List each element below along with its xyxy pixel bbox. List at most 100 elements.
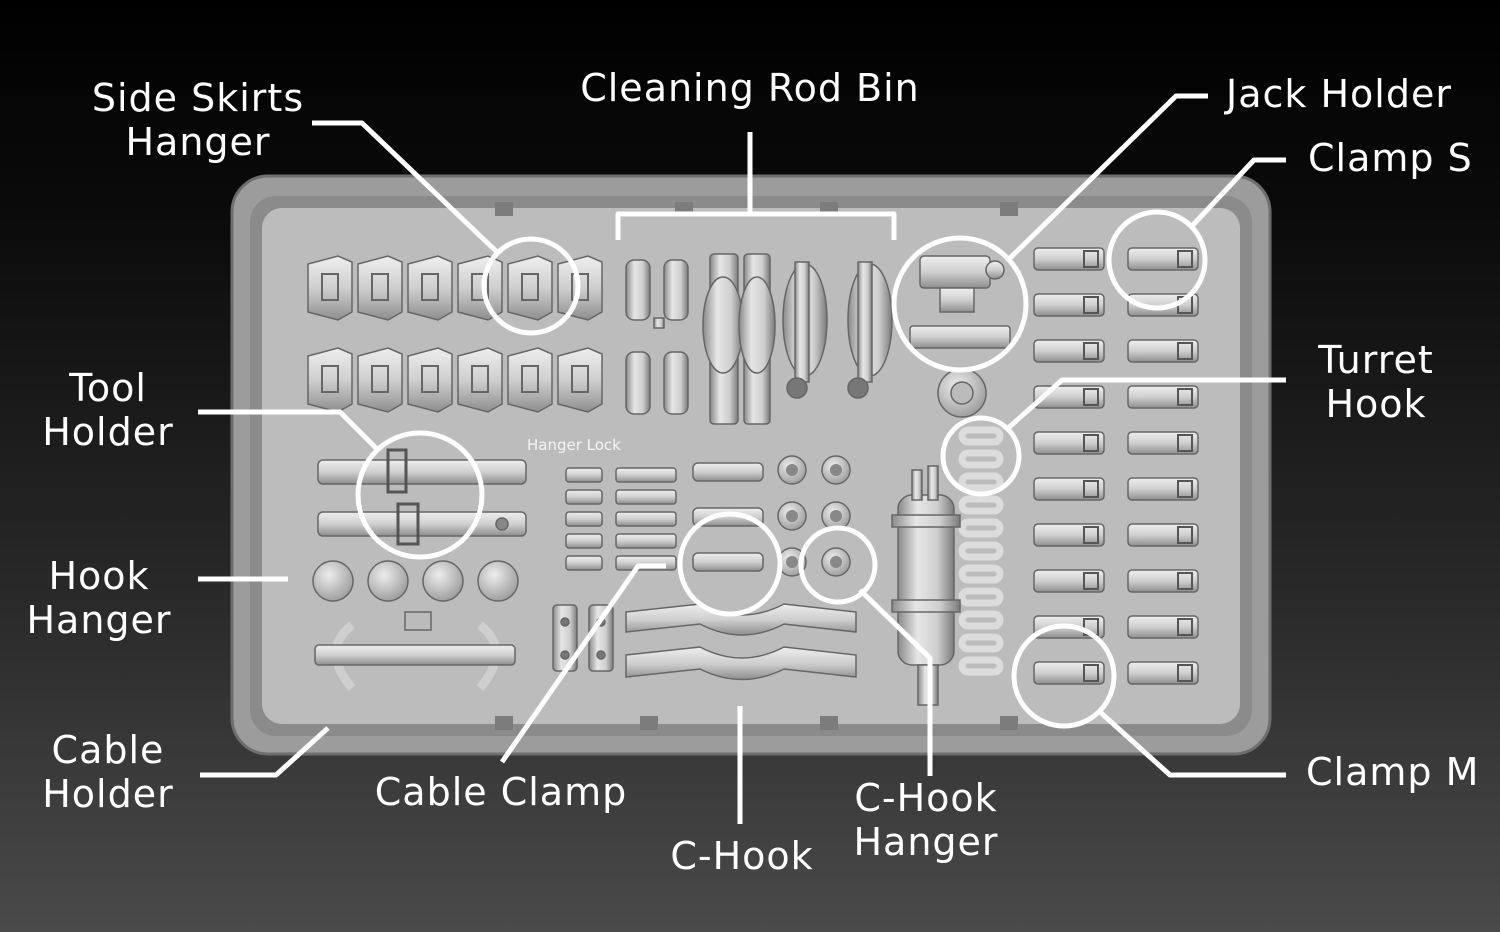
- turret-hook-ring: [958, 518, 1004, 538]
- label-hook-hanger: Hook Hanger: [14, 554, 184, 642]
- side-skirt-hanger-piece: [507, 347, 553, 413]
- side-skirt-hanger-piece: [507, 255, 553, 321]
- turret-hook-ring: [958, 541, 1004, 561]
- turret-hook-ring: [958, 587, 1004, 607]
- label-c-hook-hanger: C-Hook Hanger: [840, 776, 1012, 864]
- leader-cable-clamp: [499, 563, 666, 764]
- leader-side-skirts: [312, 120, 500, 255]
- clamp-piece: [1033, 523, 1105, 547]
- side-skirt-hanger-piece: [357, 347, 403, 413]
- callout-circle-jack-holder: [891, 235, 1029, 373]
- label-clamp-s: Clamp S: [1308, 136, 1473, 180]
- clamp-parts: [1033, 247, 1199, 685]
- hook-hanger-parts: [312, 560, 519, 602]
- leader-clamp-s: [1190, 157, 1286, 228]
- label-tool-holder-line1: Tool: [69, 366, 147, 410]
- leader-clamp-m: [1098, 710, 1286, 778]
- clamp-piece: [1127, 339, 1199, 363]
- jack-holder-part: [909, 255, 1011, 349]
- cable-clamp-piece: [565, 489, 603, 505]
- bolt-part: [937, 368, 987, 418]
- leader-turret-hook: [1004, 377, 1286, 432]
- turret-hook-ring: [958, 426, 1004, 446]
- turret-hook-ring: [958, 472, 1004, 492]
- label-c-hook: C-Hook: [670, 834, 814, 878]
- turret-hook-ring: [958, 449, 1004, 469]
- clamp-piece: [1033, 431, 1105, 455]
- callout-circle-cable-clamp: [677, 511, 783, 617]
- cable-clamp-piece: [615, 467, 677, 483]
- label-cleaning-rod-bin: Cleaning Rod Bin: [580, 66, 920, 110]
- clamp-piece: [1127, 615, 1199, 639]
- callout-circle-clamp-m: [1011, 623, 1117, 729]
- cable-holder-part: [314, 611, 516, 691]
- callout-circle-tool-holder: [355, 430, 485, 560]
- side-skirt-hanger-piece: [407, 255, 453, 321]
- callout-circle-turret-hook: [940, 415, 1022, 497]
- label-side-skirts-hanger-line2: Hanger: [125, 120, 271, 164]
- cable-clamp-piece: [615, 489, 677, 505]
- leader-jack-holder: [1006, 93, 1208, 262]
- side-skirt-hanger-piece: [557, 347, 603, 413]
- clamp-piece: [1033, 477, 1105, 501]
- cylinder-part: [891, 465, 961, 706]
- label-jack-holder: Jack Holder: [1226, 72, 1452, 116]
- c-hook-hanger-parts: [777, 455, 851, 577]
- cable-clamp-piece: [565, 533, 603, 549]
- label-cable-holder: Cable Holder: [30, 728, 186, 816]
- label-turret-hook-line1: Turret: [1318, 338, 1434, 382]
- cable-clamp-piece: [615, 533, 677, 549]
- clamp-piece: [1033, 247, 1105, 271]
- turret-hook-ring: [958, 656, 1004, 676]
- label-turret-hook-line2: Hook: [1325, 382, 1427, 426]
- side-skirt-hanger-piece: [357, 255, 403, 321]
- label-cable-clamp: Cable Clamp: [374, 770, 628, 814]
- cable-clamp-piece: [565, 511, 603, 527]
- callout-circles: [355, 209, 1208, 729]
- cable-clamp-piece: [565, 467, 603, 483]
- leader-cable-holder: [200, 726, 330, 778]
- label-tool-holder-line2: Holder: [42, 410, 174, 454]
- cable-clamp-piece: [565, 555, 603, 571]
- turret-hook-parts: [958, 426, 1004, 676]
- clamp-piece: [1127, 569, 1199, 593]
- clamp-piece: [1127, 523, 1199, 547]
- clamp-piece: [1127, 477, 1199, 501]
- turret-hook-ring: [958, 633, 1004, 653]
- label-side-skirts-hanger-line1: Side Skirts: [91, 76, 305, 120]
- label-cable-holder-line1: Cable: [51, 728, 165, 772]
- label-hook-hanger-line1: Hook: [48, 554, 150, 598]
- side-skirt-hanger-piece: [307, 347, 353, 413]
- clamp-piece: [1033, 661, 1105, 685]
- cable-clamp-piece: [615, 511, 677, 527]
- bracket-cleaning-rod-bin: [615, 211, 897, 240]
- side-skirts-hanger-parts: [307, 255, 603, 413]
- c-hook-hanger-nut: [777, 501, 807, 531]
- label-side-skirts-hanger: Side Skirts Hanger: [80, 76, 316, 164]
- clamp-piece: [1033, 569, 1105, 593]
- c-hook-hanger-nut: [821, 455, 851, 485]
- c-hook-hanger-nut: [777, 455, 807, 485]
- cleaning-rod-bin-parts: [625, 253, 893, 425]
- turret-hook-ring: [958, 564, 1004, 584]
- label-c-hook-hanger-line2: Hanger: [853, 820, 999, 864]
- label-c-hook-hanger-line1: C-Hook: [854, 776, 998, 820]
- side-skirt-hanger-piece: [457, 347, 503, 413]
- side-skirt-hanger-piece: [307, 255, 353, 321]
- clamp-piece: [1127, 661, 1199, 685]
- label-turret-hook: Turret Hook: [1296, 338, 1456, 426]
- clamp-piece: [1033, 293, 1105, 317]
- callout-circle-c-hook-hanger: [798, 525, 878, 605]
- hanger-lock-parts: [625, 259, 689, 415]
- callout-circle-clamp-s: [1106, 209, 1208, 311]
- clamp-piece: [1127, 247, 1199, 271]
- leader-c-hook-hanger: [858, 588, 933, 776]
- label-cable-holder-line2: Holder: [42, 772, 174, 816]
- label-hanger-lock: Hanger Lock: [527, 436, 621, 454]
- callout-lines: [198, 93, 1286, 824]
- turret-hook-ring: [958, 610, 1004, 630]
- callout-circle-side-skirts: [481, 236, 581, 336]
- c-hook-hanger-nut: [821, 547, 851, 577]
